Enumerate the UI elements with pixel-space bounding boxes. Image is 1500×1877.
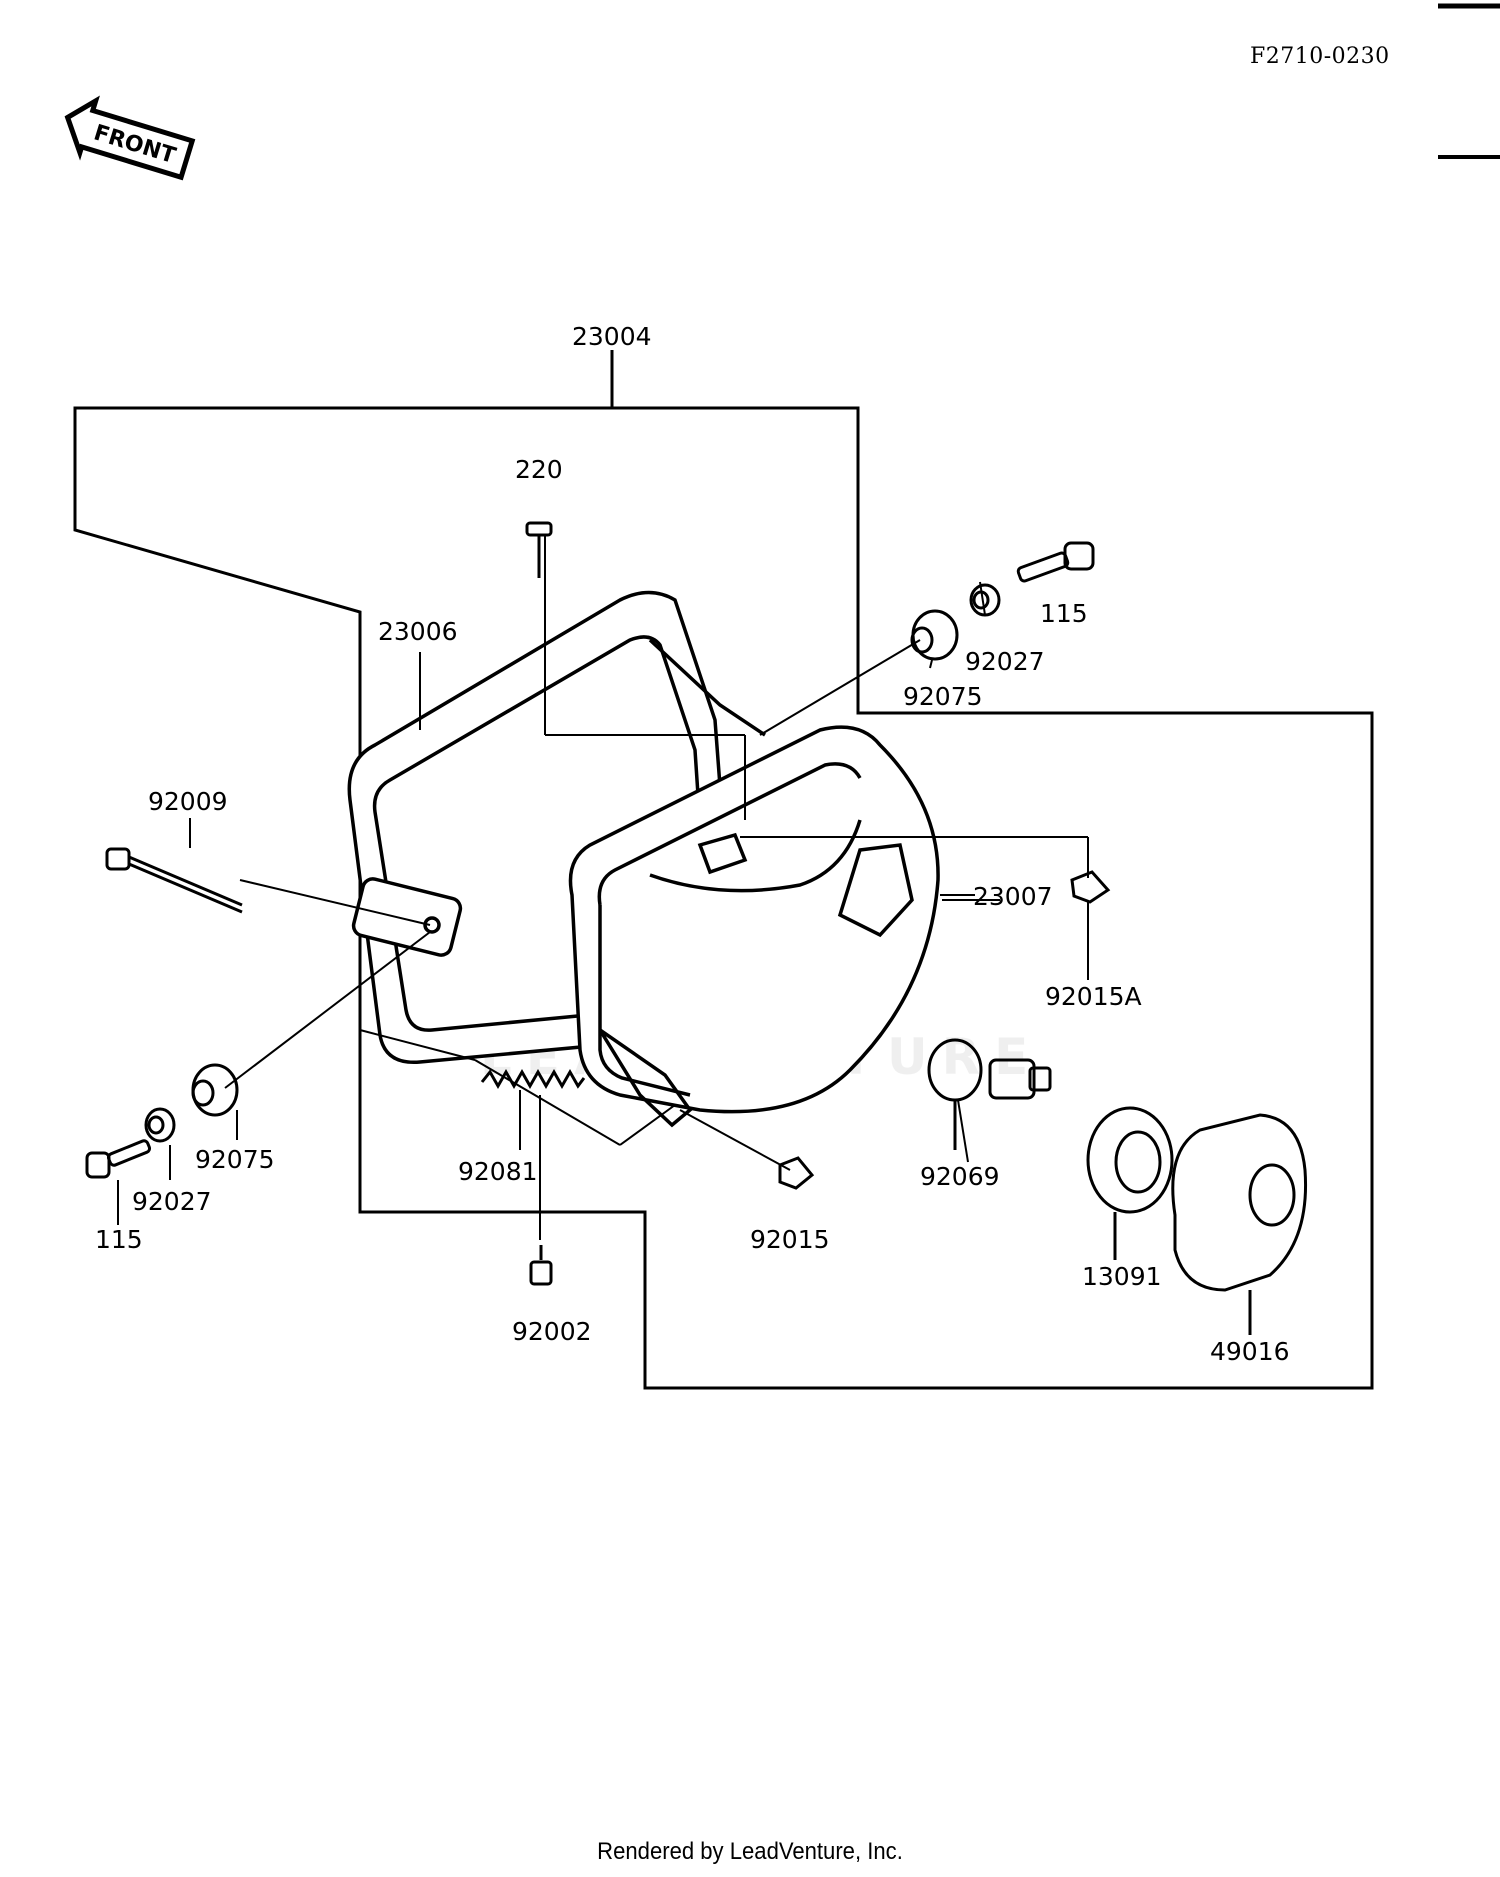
screw-220-part (525, 521, 553, 578)
label-115-right: 115 (1040, 599, 1088, 628)
label-92069: 92069 (920, 1162, 1000, 1191)
label-92027-left: 92027 (132, 1187, 212, 1216)
label-13091: 13091 (1082, 1262, 1162, 1291)
bulb-92069-part (927, 1038, 1052, 1150)
screw-92002-part (529, 1245, 553, 1286)
nut-92015-part (778, 1156, 815, 1190)
label-23007: 23007 (973, 882, 1053, 911)
label-92075-left: 92075 (195, 1145, 275, 1174)
front-arrow: FRONT (64, 95, 196, 181)
label-92002: 92002 (512, 1317, 592, 1346)
socket-13091-part (1086, 1106, 1174, 1260)
label-92081: 92081 (458, 1157, 538, 1186)
label-220: 220 (515, 455, 563, 484)
collar-92027-left-part (144, 1107, 176, 1143)
diagram-code: F2710-0230 (1250, 44, 1390, 69)
label-92027-right: 92027 (965, 647, 1045, 676)
label-92015: 92015 (750, 1225, 830, 1254)
label-49016: 49016 (1210, 1337, 1290, 1366)
label-92075-right: 92075 (903, 682, 983, 711)
spring-92081-part (480, 1068, 586, 1090)
assembly-boundary (73, 406, 1374, 1390)
cover-49016-part (1171, 1113, 1308, 1335)
grommet-92075-right-part (910, 609, 959, 661)
label-92009: 92009 (148, 787, 228, 816)
footer-credit: Rendered by LeadVenture, Inc. (597, 1838, 903, 1865)
label-23004: 23004 (572, 322, 652, 351)
rod-92009-part (105, 847, 243, 914)
label-23006: 23006 (378, 617, 458, 646)
bolt-115-right-part (1016, 541, 1095, 583)
headlight-unit (568, 725, 940, 1128)
label-92015a: 92015A (1045, 982, 1142, 1011)
label-115-left: 115 (95, 1225, 143, 1254)
nut-92015a-part (1070, 870, 1111, 904)
bolt-115-left-part (85, 1139, 152, 1179)
grommet-92075-left-part (191, 1063, 239, 1117)
